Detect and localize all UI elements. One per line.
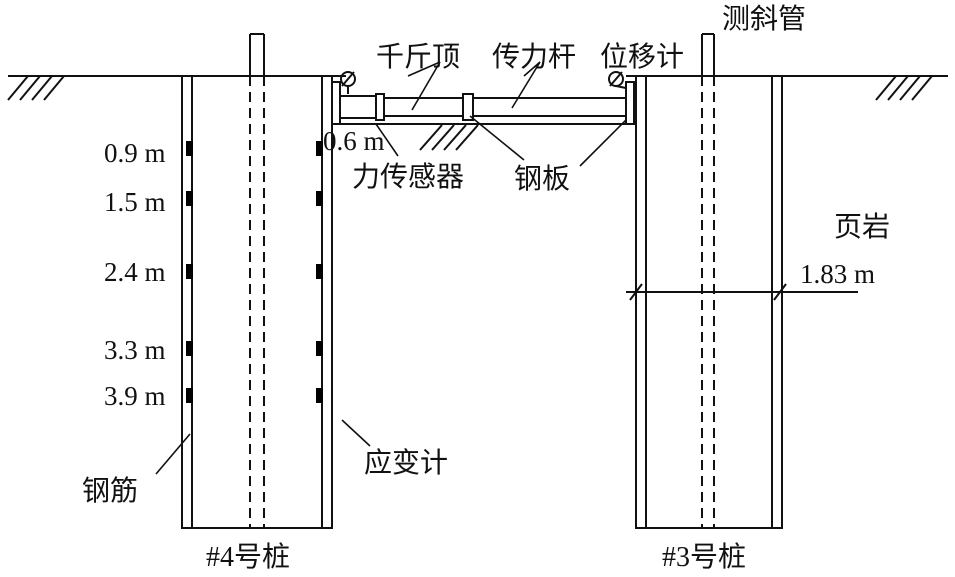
rebar-label: 钢筋 [82, 475, 138, 507]
strain-gauge [186, 141, 193, 156]
soil-hatch-middle [419, 124, 479, 151]
diameter-dimension [626, 283, 858, 301]
pile-4 [181, 75, 333, 529]
right-steel-plate [625, 81, 635, 125]
loading-apparatus [331, 81, 635, 125]
displacement-meters [340, 71, 627, 94]
strain-gauge [186, 264, 193, 279]
leader-lines [155, 61, 627, 475]
pile-3 [635, 75, 783, 529]
load-cell-label: 力传感器 [352, 161, 464, 193]
pile-4-label: #4号桩 [206, 541, 290, 573]
strain-gauge [186, 388, 193, 403]
load-cell-block [375, 93, 385, 121]
strain-gauge [316, 341, 323, 356]
strain-gauge-label: 应变计 [364, 447, 448, 479]
strain-gauge [186, 341, 193, 356]
pile-3-label: #3号桩 [662, 541, 746, 573]
jack-offset-label: 0.6 m [323, 126, 385, 156]
shale-label: 页岩 [834, 211, 890, 243]
gauge-depth-label: 0.9 m [104, 138, 166, 168]
left-steel-plate [331, 81, 341, 125]
jack-label: 千斤顶 [376, 41, 460, 73]
gauge-depth-label: 3.3 m [104, 335, 166, 365]
transfer-rod-label: 传力杆 [492, 41, 576, 73]
steel-plate-label: 钢板 [514, 163, 570, 195]
soil-hatch-left [7, 75, 65, 101]
pile-diameter-label: 1.83 m [800, 259, 875, 289]
rod-coupler [462, 93, 474, 121]
strain-gauge [316, 388, 323, 403]
inclinometer-tube-pile-4 [249, 33, 265, 528]
strain-gauge [316, 141, 323, 156]
gauge-depth-label: 1.5 m [104, 187, 166, 217]
displacement-meter-label: 位移计 [600, 41, 684, 73]
strain-gauge [316, 264, 323, 279]
inclinometer-label: 测斜管 [722, 3, 806, 35]
soil-hatch-right [875, 75, 933, 101]
strain-gauge [186, 191, 193, 206]
strain-gauge [316, 191, 323, 206]
gauge-depth-label: 2.4 m [104, 257, 166, 287]
transfer-rod [383, 97, 627, 117]
strain-gauges-right-rebar [316, 141, 323, 403]
jack-body [339, 95, 377, 119]
strain-gauges-left-rebar [186, 141, 193, 403]
inclinometer-tube-pile-3 [701, 33, 715, 528]
gauge-depth-label: 3.9 m [104, 381, 166, 411]
